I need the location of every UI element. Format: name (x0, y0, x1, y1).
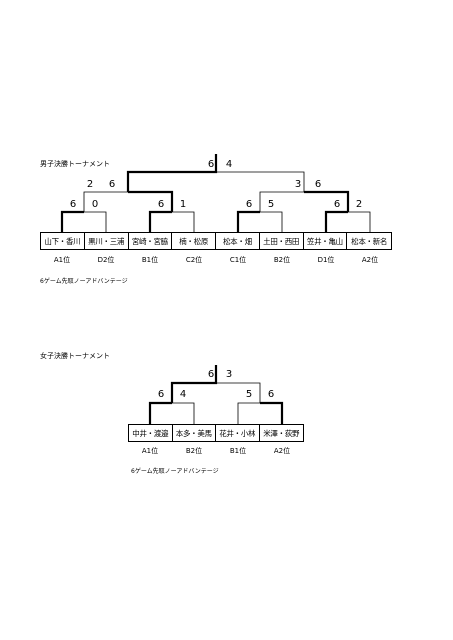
men-team-cell: 笠井・亀山 (304, 233, 348, 249)
women-team-cell: 花井・小林 (216, 425, 260, 441)
men-team-cell: 土田・西田 (260, 233, 304, 249)
men-final-line-left (126, 154, 218, 192)
men-title: 男子決勝トーナメント (40, 160, 110, 168)
women-final-line-left (170, 365, 218, 403)
women-final-score-left: 6 (207, 369, 215, 380)
women-rule-note: 6ゲーム先取ノーアドバンテージ (131, 468, 219, 475)
women-team-cell: 米澤・荻野 (263, 428, 300, 438)
women-title: 女子決勝トーナメント (40, 352, 110, 360)
women-seed-label: B1位 (229, 447, 247, 455)
women-seed-label: A2位 (273, 447, 291, 455)
men-seed-label: B2位 (273, 256, 291, 264)
men-r1-line-3b (260, 211, 283, 232)
men-r1-line-4a (324, 210, 348, 232)
women-seed-label: B2位 (185, 447, 203, 455)
men-team-cell: 宮崎・宮脇 (129, 233, 173, 249)
men-r1m4-score-left: 6 (333, 199, 341, 210)
women-final-line-right (216, 382, 261, 403)
men-team-cell: 松本・畑 (216, 233, 260, 249)
men-r1-line-4b (348, 211, 371, 232)
men-r1m3-score-right: 5 (267, 199, 275, 210)
men-r1-line-2b (172, 211, 195, 232)
men-semi-line-2a (259, 191, 304, 212)
men-r1m2-score-right: 1 (179, 199, 187, 210)
men-r1-line-1b (84, 211, 107, 232)
men-team-cell: 楠・松原 (172, 233, 216, 249)
men-team-cell: 山下・香川 (41, 233, 85, 249)
men-final-score-right: 4 (225, 159, 233, 170)
men-semi-line-1a (83, 191, 128, 212)
men-r1m1-score-right: 0 (91, 199, 99, 210)
men-team-row: 山下・香川 黒川・三浦 宮崎・宮脇 楠・松原 松本・畑 土田・西田 笠井・亀山 … (40, 232, 392, 250)
women-semi1-score-right: 4 (179, 389, 187, 400)
women-seed-label: A1位 (141, 447, 159, 455)
men-final-score-left: 6 (207, 159, 215, 170)
men-r1m4-score-right: 2 (355, 199, 363, 210)
women-final-score-right: 3 (225, 369, 233, 380)
women-semi1-score-left: 6 (157, 389, 165, 400)
men-r1m1-score-left: 6 (69, 199, 77, 210)
men-r1-line-3a (236, 210, 260, 232)
women-team-cell: 本多・美馬 (173, 425, 216, 441)
men-r1m2-score-left: 6 (157, 199, 165, 210)
men-semi2-score-right: 6 (314, 179, 322, 190)
women-semi-line-1b (172, 402, 195, 424)
men-seed-label: C2位 (185, 256, 203, 264)
men-rule-note: 6ゲーム先取ノーアドバンテージ (40, 278, 128, 285)
men-semi1-score-left: 2 (86, 179, 94, 190)
men-seed-label: D1位 (317, 256, 335, 264)
women-semi2-score-left: 5 (245, 389, 253, 400)
men-seed-label: D2位 (97, 256, 115, 264)
men-seed-label: C1位 (229, 256, 247, 264)
men-r1-line-2hl (148, 210, 172, 232)
men-team-cell: 松本・新名 (351, 236, 388, 246)
women-team-row: 中井・渡邉 本多・美馬 花井・小林 米澤・荻野 (128, 424, 304, 442)
men-r1-line-1a (60, 210, 84, 232)
women-semi-line-2b (260, 401, 284, 424)
women-semi-line-1a (148, 401, 172, 424)
men-seed-label: B1位 (141, 256, 159, 264)
men-r1m3-score-left: 6 (245, 199, 253, 210)
women-semi-line-2a (237, 402, 260, 424)
women-semi2-score-right: 6 (267, 389, 275, 400)
men-seed-label: A1位 (53, 256, 71, 264)
women-team-cell: 中井・渡邉 (129, 425, 173, 441)
men-team-cell: 黒川・三浦 (85, 233, 129, 249)
men-semi-line-1b (128, 190, 174, 212)
men-final-line-right (216, 171, 305, 192)
men-semi-line-2b (304, 190, 350, 212)
men-semi1-score-right: 6 (108, 179, 116, 190)
men-seed-label: A2位 (361, 256, 379, 264)
men-semi2-score-left: 3 (294, 179, 302, 190)
